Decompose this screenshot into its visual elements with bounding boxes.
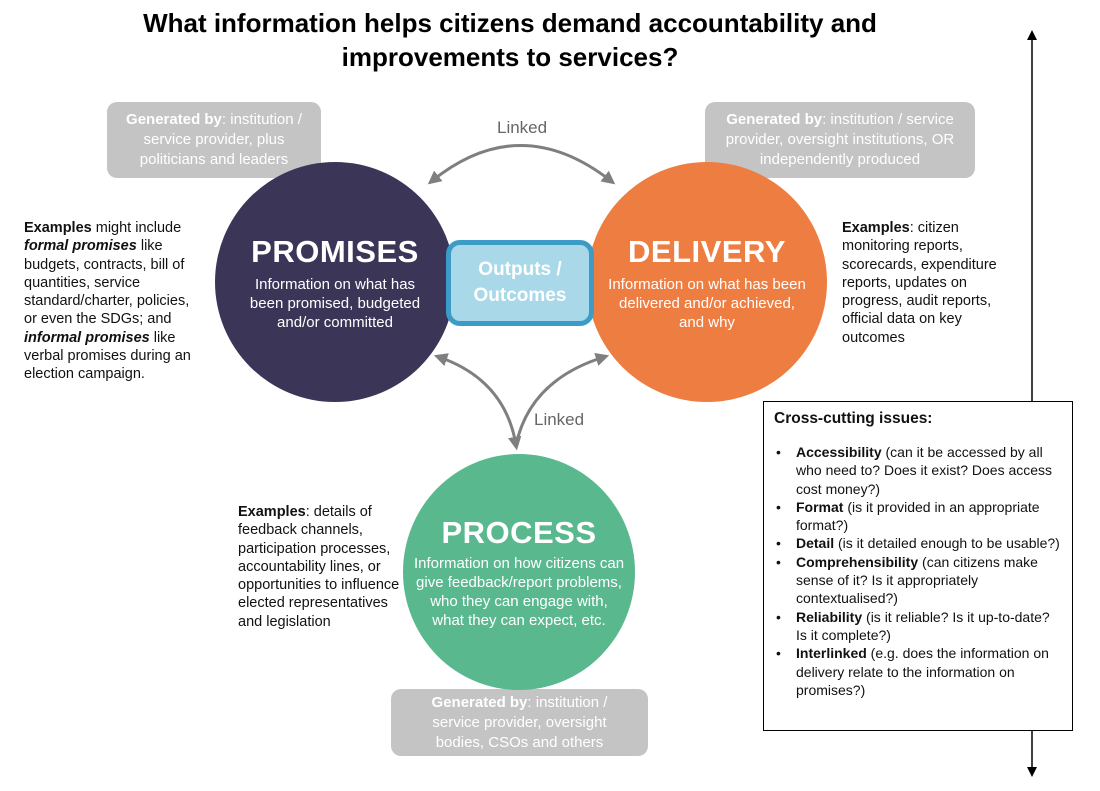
cross-cutting-heading: Cross-cutting issues: [774,410,933,427]
promises-examples-formal: formal promises [24,238,137,255]
delivery-examples-label: Examples [842,220,910,236]
cross-cutting-term: Comprehensibility [796,553,919,570]
promises-examples-informal: informal promises [24,329,150,346]
process-description: Information on how citizens can give fee… [414,554,624,630]
arrow-head-up-icon [1027,30,1037,40]
delivery-desc-line-3: and why [679,313,735,331]
outputs-outcomes-box: Outputs / Outcomes [446,240,594,326]
process-desc-line-1: Information on how citizens can [413,555,625,572]
cross-cutting-list: Accessibility (can it be accessed by all… [774,443,1062,699]
cross-cutting-text: (is it detailed enough to be usable?) [834,535,1060,552]
delivery-description: Information on what has been delivered a… [608,275,806,332]
delivery-generated-line-2: provider, oversight institutions, OR [725,131,955,148]
promises-generated-line-1: : institution / [221,111,302,128]
title-line-2: improvements to services? [341,42,679,72]
left-link-arrow [433,353,522,451]
process-examples: Examples: details of feedback channels, … [238,503,406,631]
promises-desc-line-3: and/or committed [277,313,393,331]
promises-circle: PROMISES Information on what has been pr… [215,162,455,402]
outputs-line-2: Outcomes [473,285,567,306]
process-generated-line-1: : institution / [527,693,608,711]
cross-cutting-text: (is it provided in an appropriate format… [796,498,1040,534]
cross-cutting-item: Reliability (is it reliable? Is it up-to… [774,608,1062,645]
cross-cutting-item: Detail (is it detailed enough to be usab… [774,534,1062,553]
promises-desc-line-1: Information on what has [254,275,416,293]
promises-examples-text-3: like verbal promises during an election … [24,329,191,383]
cross-cutting-item: Format (is it provided in an appropriate… [774,498,1062,535]
diagram-title: What information helps citizens demand a… [60,6,960,74]
promises-desc-line-2: been promised, budgeted [249,294,421,312]
top-linked-label: Linked [497,118,548,137]
title-line-1: What information helps citizens demand a… [143,8,877,38]
promises-description: Information on what has been promised, b… [250,275,420,332]
cross-cutting-term: Interlinked [796,645,867,662]
process-desc-line-4: what they can expect, etc. [432,612,606,629]
promises-examples: Examples might include formal promises l… [24,219,206,384]
cross-cutting-item: Accessibility (can it be accessed by all… [774,443,1062,498]
cross-cutting-item: Interlinked (e.g. does the information o… [774,644,1062,699]
promises-generated-label: Generated by [126,111,222,128]
promises-examples-text-2: like budgets, contracts, bill of quantit… [24,238,190,328]
promises-examples-label: Examples [24,220,92,236]
process-examples-label: Examples [238,504,306,520]
delivery-desc-line-1: Information on what has been [608,275,806,293]
delivery-generated-label: Generated by [726,111,823,128]
arrow-head-down-icon [1027,767,1037,777]
process-heading: PROCESS [441,515,597,550]
delivery-generated-line-1: : institution / service [822,111,954,128]
delivery-generated-line-3: independently produced [759,151,921,168]
cross-cutting-term: Detail [796,535,835,552]
delivery-examples: Examples: citizen monitoring reports, sc… [842,219,1012,347]
process-generated-line-2: service provider, oversight [432,713,607,731]
promises-generated-by-box: Generated by: institution / service prov… [107,102,321,178]
promises-heading: PROMISES [251,233,419,269]
bottom-linked-label: Linked [534,410,585,429]
vertical-double-arrow [1027,30,1037,777]
process-circle: PROCESS Information on how citizens can … [403,454,635,690]
process-generated-by-box: Generated by: institution / service prov… [391,689,648,756]
cross-cutting-issues-box: Cross-cutting issues: Accessibility (can… [763,401,1073,731]
delivery-circle: DELIVERY Information on what has been de… [587,162,827,402]
promises-examples-text-1: might include [91,220,182,236]
right-link-arrow [514,352,610,446]
promises-generated-line-2: service provider, plus [143,131,285,148]
process-generated-line-3: bodies, CSOs and others [435,733,604,751]
cross-cutting-term: Accessibility [796,444,882,460]
process-generated-label: Generated by [431,693,528,711]
cross-cutting-term: Reliability [796,608,863,625]
cross-cutting-text: (e.g. does the information on delivery r… [796,645,1049,698]
delivery-heading: DELIVERY [628,233,786,269]
delivery-generated-by-box: Generated by: institution / service prov… [705,102,975,178]
process-desc-line-2: give feedback/report problems, [416,574,622,591]
cross-cutting-text: (is it reliable? Is it up-to-date? Is it… [796,608,1050,643]
outputs-line-1: Outputs / [478,259,562,280]
process-examples-text: : details of feedback channels, particip… [238,504,400,630]
cross-cutting-item: Comprehensibility (can citizens make sen… [774,553,1062,608]
delivery-desc-line-2: delivered and/or achieved, [619,294,795,312]
cross-cutting-term: Format [796,498,844,515]
process-desc-line-3: who they can engage with, [430,593,608,610]
cross-cutting-text: (can citizens make sense of it? Is it ap… [796,553,1038,607]
delivery-examples-text: : citizen monitoring reports, scorecards… [842,220,997,346]
cross-cutting-text: (can it be accessed by all who need to? … [796,444,1053,497]
top-link-arrow [427,144,616,185]
promises-generated-line-3: politicians and leaders [139,151,289,168]
